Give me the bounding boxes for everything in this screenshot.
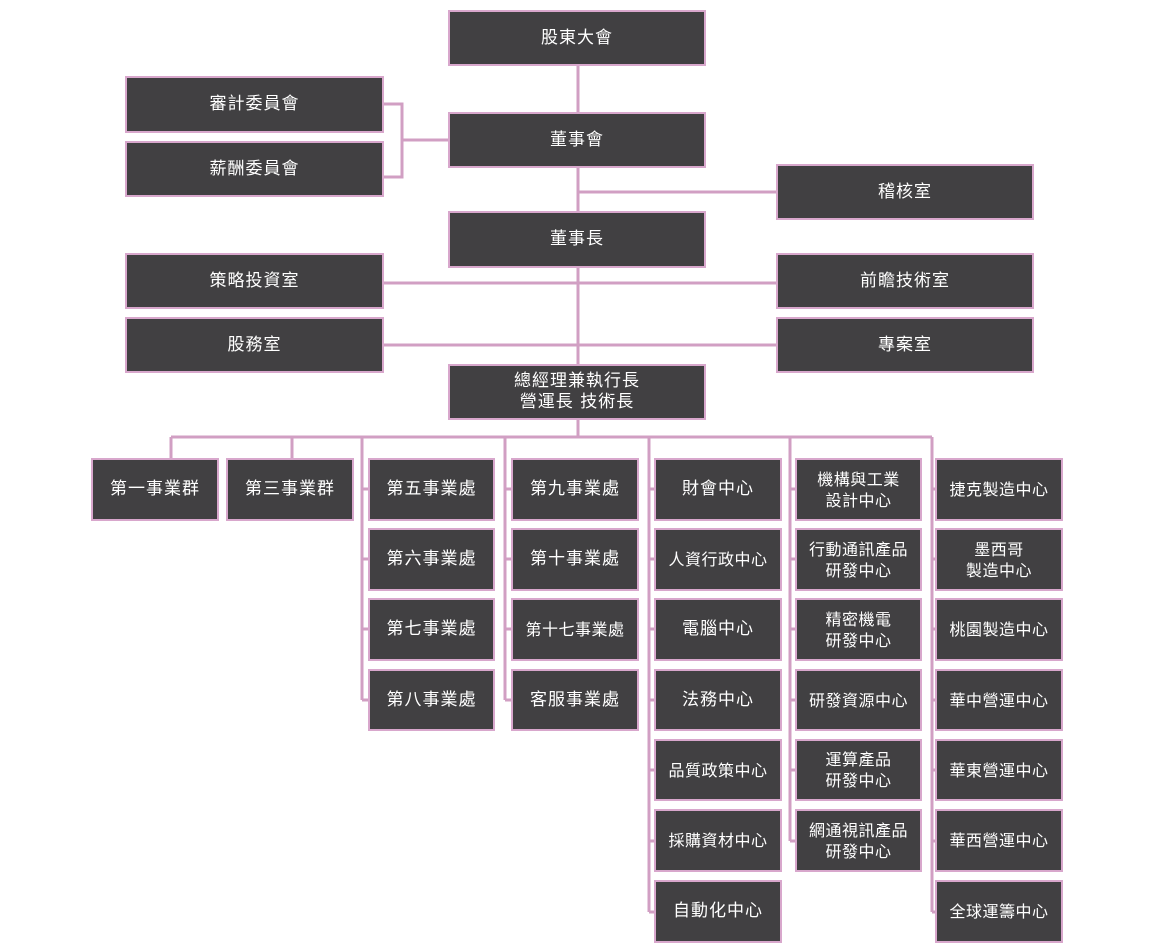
division-box: 第十事業處 — [511, 528, 639, 591]
operations-center-box: 全球運籌中心 — [935, 880, 1063, 943]
division-box: 第八事業處 — [368, 669, 495, 731]
rd-center-box: 研發資源中心 — [795, 669, 922, 731]
division-box: 第十七事業處 — [511, 598, 639, 661]
rd-center-box: 機構與工業 設計中心 — [795, 458, 922, 521]
operations-center-box: 華東營運中心 — [935, 739, 1063, 801]
corporate-center-box: 財會中心 — [654, 458, 782, 521]
corporate-center-box: 法務中心 — [654, 669, 782, 731]
project-office-box: 專案室 — [776, 317, 1034, 373]
chairman-box: 董事長 — [448, 211, 706, 268]
division-box: 第七事業處 — [368, 598, 495, 661]
division-box: 客服事業處 — [511, 669, 639, 731]
corporate-center-box: 採購資材中心 — [654, 809, 782, 872]
corporate-center-box: 人資行政中心 — [654, 528, 782, 591]
audit-committee-box: 審計委員會 — [125, 76, 384, 133]
operations-center-box: 桃園製造中心 — [935, 598, 1063, 661]
operations-center-box: 華西營運中心 — [935, 809, 1063, 872]
shareholder-services-office-box: 股務室 — [125, 317, 384, 373]
corporate-center-box: 電腦中心 — [654, 598, 782, 661]
strategic-investment-office-box: 策略投資室 — [125, 253, 384, 309]
ceo-box: 總經理兼執行長 營運長 技術長 — [448, 364, 706, 420]
division-box: 第五事業處 — [368, 458, 495, 521]
connector-committees — [382, 102, 404, 179]
board-of-directors-box: 董事會 — [448, 112, 706, 168]
division-box: 第九事業處 — [511, 458, 639, 521]
rd-center-box: 運算產品 研發中心 — [795, 739, 922, 801]
corporate-center-box: 自動化中心 — [654, 880, 782, 943]
internal-audit-office-box: 稽核室 — [776, 164, 1034, 220]
rd-center-box: 精密機電 研發中心 — [795, 598, 922, 661]
rd-center-box: 行動通訊產品 研發中心 — [795, 528, 922, 591]
operations-center-box: 捷克製造中心 — [935, 458, 1063, 521]
rd-center-box: 網通視訊產品 研發中心 — [795, 809, 922, 872]
division-box: 第六事業處 — [368, 528, 495, 591]
shareholders-meeting-box: 股東大會 — [448, 10, 706, 66]
operations-center-box: 華中營運中心 — [935, 669, 1063, 731]
compensation-committee-box: 薪酬委員會 — [125, 141, 384, 197]
corporate-center-box: 品質政策中心 — [654, 739, 782, 801]
advanced-technology-office-box: 前瞻技術室 — [776, 253, 1034, 309]
business-group-box: 第一事業群 — [91, 458, 219, 521]
business-group-box: 第三事業群 — [226, 458, 354, 521]
operations-center-box: 墨西哥 製造中心 — [935, 528, 1063, 591]
